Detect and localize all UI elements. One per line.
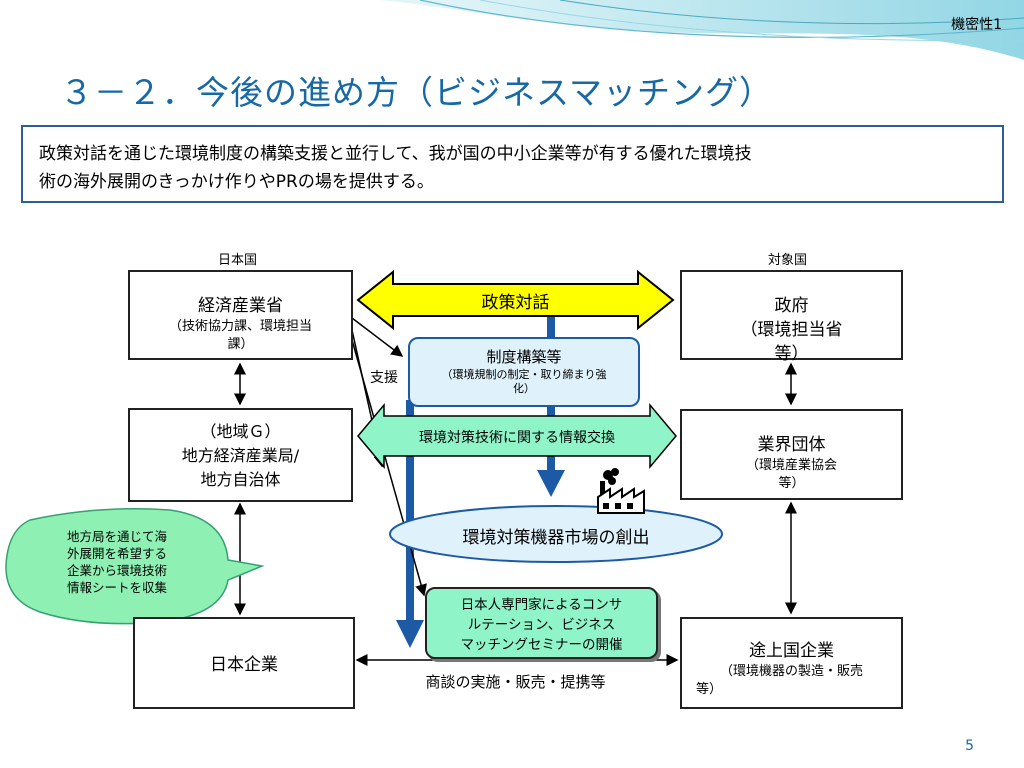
regional-line-2: 地方経済産業局/ xyxy=(181,446,300,465)
government-line-1: 政府 xyxy=(774,296,809,316)
institution-sub-1: （環境規制の制定・取り締まり強 xyxy=(441,368,607,381)
regional-bureau-box: （地域Ｇ） 地方経済産業局/ 地方自治体 xyxy=(128,408,353,502)
summary-line-1: 政策対話を通じた環境制度の構築支援と並行して、我が国の中小企業等が有する優れた環… xyxy=(39,144,752,164)
market-ellipse xyxy=(389,505,723,563)
developing-company-box: 途上国企業 （環境機器の製造・販売 等） xyxy=(680,617,903,709)
consulting-line-2: ルテーション、ビジネス xyxy=(467,617,616,633)
column-heading-target: 対象国 xyxy=(768,253,808,268)
support-label: 支援 xyxy=(370,370,398,386)
policy-dialogue-label: 政策対話 xyxy=(481,293,550,313)
meti-sub-2: 課） xyxy=(227,337,254,352)
summary-box: 政策対話を通じた環境制度の構築支援と並行して、我が国の中小企業等が有する優れた環… xyxy=(21,125,1004,203)
consulting-line-1: 日本人専門家によるコンサ xyxy=(460,597,623,613)
consulting-line-3: マッチングセミナーの開催 xyxy=(460,637,623,653)
tech-exchange-label: 環境対策技術に関する情報交換 xyxy=(419,430,615,446)
government-line-2: （環境担当省 xyxy=(740,320,843,340)
government-line-3: 等） xyxy=(774,344,809,364)
factory-icon xyxy=(597,468,645,514)
callout-line-2: 外展開を希望する xyxy=(66,546,167,561)
meti-box: 経済産業省 （技術協力課、環境担当 課） xyxy=(128,270,353,360)
callout-text: 地方局を通じて海 外展開を希望する 企業から環境技術 情報シートを収集 xyxy=(22,528,212,596)
page-number: 5 xyxy=(965,738,974,754)
developing-company-sub-2: 等） xyxy=(696,682,723,697)
industry-sub-2: 等） xyxy=(778,476,805,491)
japanese-company-box: 日本企業 xyxy=(133,617,355,709)
callout-line-1: 地方局を通じて海 xyxy=(66,529,167,544)
regional-line-1: （地域Ｇ） xyxy=(200,422,281,441)
callout-line-3: 企業から環境技術 xyxy=(66,563,167,578)
callout-line-4: 情報シートを収集 xyxy=(66,580,167,595)
meti-sub-1: （技術協力課、環境担当 xyxy=(168,319,312,334)
institution-building-box: 制度構築等 （環境規制の制定・取り締まり強 化） xyxy=(408,337,640,407)
business-deal-label: 商談の実施・販売・提携等 xyxy=(425,673,606,691)
summary-line-2: 術の海外展開のきっかけ作りやPRの場を提供する。 xyxy=(39,172,434,192)
institution-sub-2: 化） xyxy=(513,382,535,395)
regional-line-3: 地方自治体 xyxy=(200,470,281,489)
institution-title: 制度構築等 xyxy=(486,348,562,366)
developing-company-sub-1: （環境機器の製造・販売 xyxy=(719,664,863,679)
industry-association-box: 業界団体 （環境産業協会 等） xyxy=(680,409,903,500)
industry-title: 業界団体 xyxy=(757,435,826,455)
policy-dialogue-arrow xyxy=(356,269,675,331)
meti-title: 経済産業省 xyxy=(198,296,283,316)
japanese-company-title: 日本企業 xyxy=(210,655,278,675)
confidentiality-label: 機密性1 xyxy=(951,17,1002,33)
header-wave-decoration xyxy=(0,0,1024,60)
column-heading-japan: 日本国 xyxy=(218,253,258,268)
developing-company-title: 途上国企業 xyxy=(749,641,834,661)
market-creation-label: 環境対策機器市場の創出 xyxy=(462,528,650,548)
industry-sub-1: （環境産業協会 xyxy=(745,458,837,473)
page-title: ３－２．今後の進め方（ビジネスマッチング） xyxy=(60,73,774,112)
government-box: 政府 （環境担当省 等） xyxy=(680,270,903,364)
tech-exchange-arrow xyxy=(357,402,677,470)
consulting-seminar-box: 日本人専門家によるコンサ ルテーション、ビジネス マッチングセミナーの開催 xyxy=(425,587,658,659)
